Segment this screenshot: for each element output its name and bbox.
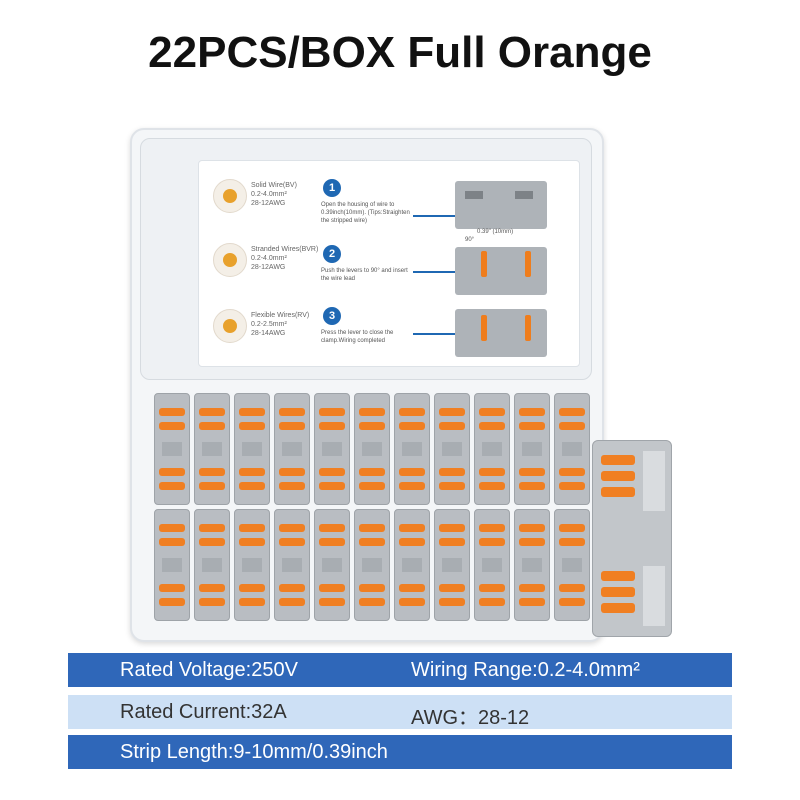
connector-tray [136,385,596,635]
connector [234,393,270,505]
wire-label-line3: 28-12AWG [251,264,286,271]
wire-label-line2: 0.2-4.0mm² [251,191,287,198]
step-text: Press the lever to close the clamp.Wirin… [321,330,394,344]
angle-note: 90° [465,237,475,243]
wire-label-line3: 28-12AWG [251,200,286,207]
connector [154,509,190,621]
connector [514,509,550,621]
rated-voltage: Rated Voltage:250V [120,659,298,681]
wire-label-line1: Flexible Wires(RV) [251,312,310,319]
connector [394,509,430,621]
connector [314,509,350,621]
wire-label-line3: 28-14AWG [251,330,286,337]
wire-type-solid: Solid Wire(BV) 0.2-4.0mm² 28-12AWG [213,179,333,227]
connector [434,509,470,621]
loose-connector [592,440,672,637]
connector [354,393,390,505]
step-3: 3 Press the lever to close the clamp.Wir… [317,307,577,362]
connector [474,393,510,505]
connector [194,393,230,505]
wire-label-line1: Stranded Wires(BVR) [251,246,319,253]
spec-row-voltage: Rated Voltage:250V Wiring Range:0.2-4.0m… [68,653,732,687]
wire-label-line2: 0.2-4.0mm² [251,255,287,262]
connector-illustration [455,247,547,295]
connector [354,509,390,621]
step-1: 1 Open the housing of wire to 0.39inch(1… [317,179,577,235]
spec-row-current: Rated Current:32A AWG：28-12 [68,695,732,729]
connector [474,509,510,621]
awg-range: AWG：28-12 [411,707,530,729]
step-number: 2 [323,245,341,263]
stranded-wire-icon [213,243,247,277]
arrow-icon [413,215,455,217]
step-2: 2 Push the levers to 90° and insert the … [317,237,577,300]
wire-label-line1: Solid Wire(BV) [251,182,297,189]
connector [194,509,230,621]
arrow-icon [413,271,455,273]
flexible-wire-icon [213,309,247,343]
connector [554,509,590,621]
connector [554,393,590,505]
wiring-range: Wiring Range:0.2-4.0mm² [411,659,640,681]
strip-length: Strip Length:9-10mm/0.39inch [120,741,388,763]
connector [434,393,470,505]
wire-label-line2: 0.2-2.5mm² [251,321,287,328]
connector [274,509,310,621]
connector [234,509,270,621]
connector [274,393,310,505]
arrow-icon [413,333,455,335]
step-text: Open the housing of wire to 0.39inch(10m… [321,202,410,224]
step-number: 1 [323,179,341,197]
connector [314,393,350,505]
wire-type-flexible: Flexible Wires(RV) 0.2-2.5mm² 28-14AWG [213,309,333,357]
connector [394,393,430,505]
step-number: 3 [323,307,341,325]
page-title: 22PCS/BOX Full Orange [148,28,652,77]
instruction-card: Solid Wire(BV) 0.2-4.0mm² 28-12AWG Stran… [198,160,580,367]
connector [154,393,190,505]
step-note: 0.39" (10mm) [477,229,514,235]
rated-current: Rated Current:32A [120,701,287,723]
spec-row-strip-length: Strip Length:9-10mm/0.39inch [68,735,732,769]
connector-illustration [455,309,547,357]
step-text: Push the levers to 90° and insert the wi… [321,268,408,282]
wire-type-stranded: Stranded Wires(BVR) 0.2-4.0mm² 28-12AWG [213,243,333,291]
solid-wire-icon [213,179,247,213]
connector-illustration [455,181,547,229]
connector [514,393,550,505]
